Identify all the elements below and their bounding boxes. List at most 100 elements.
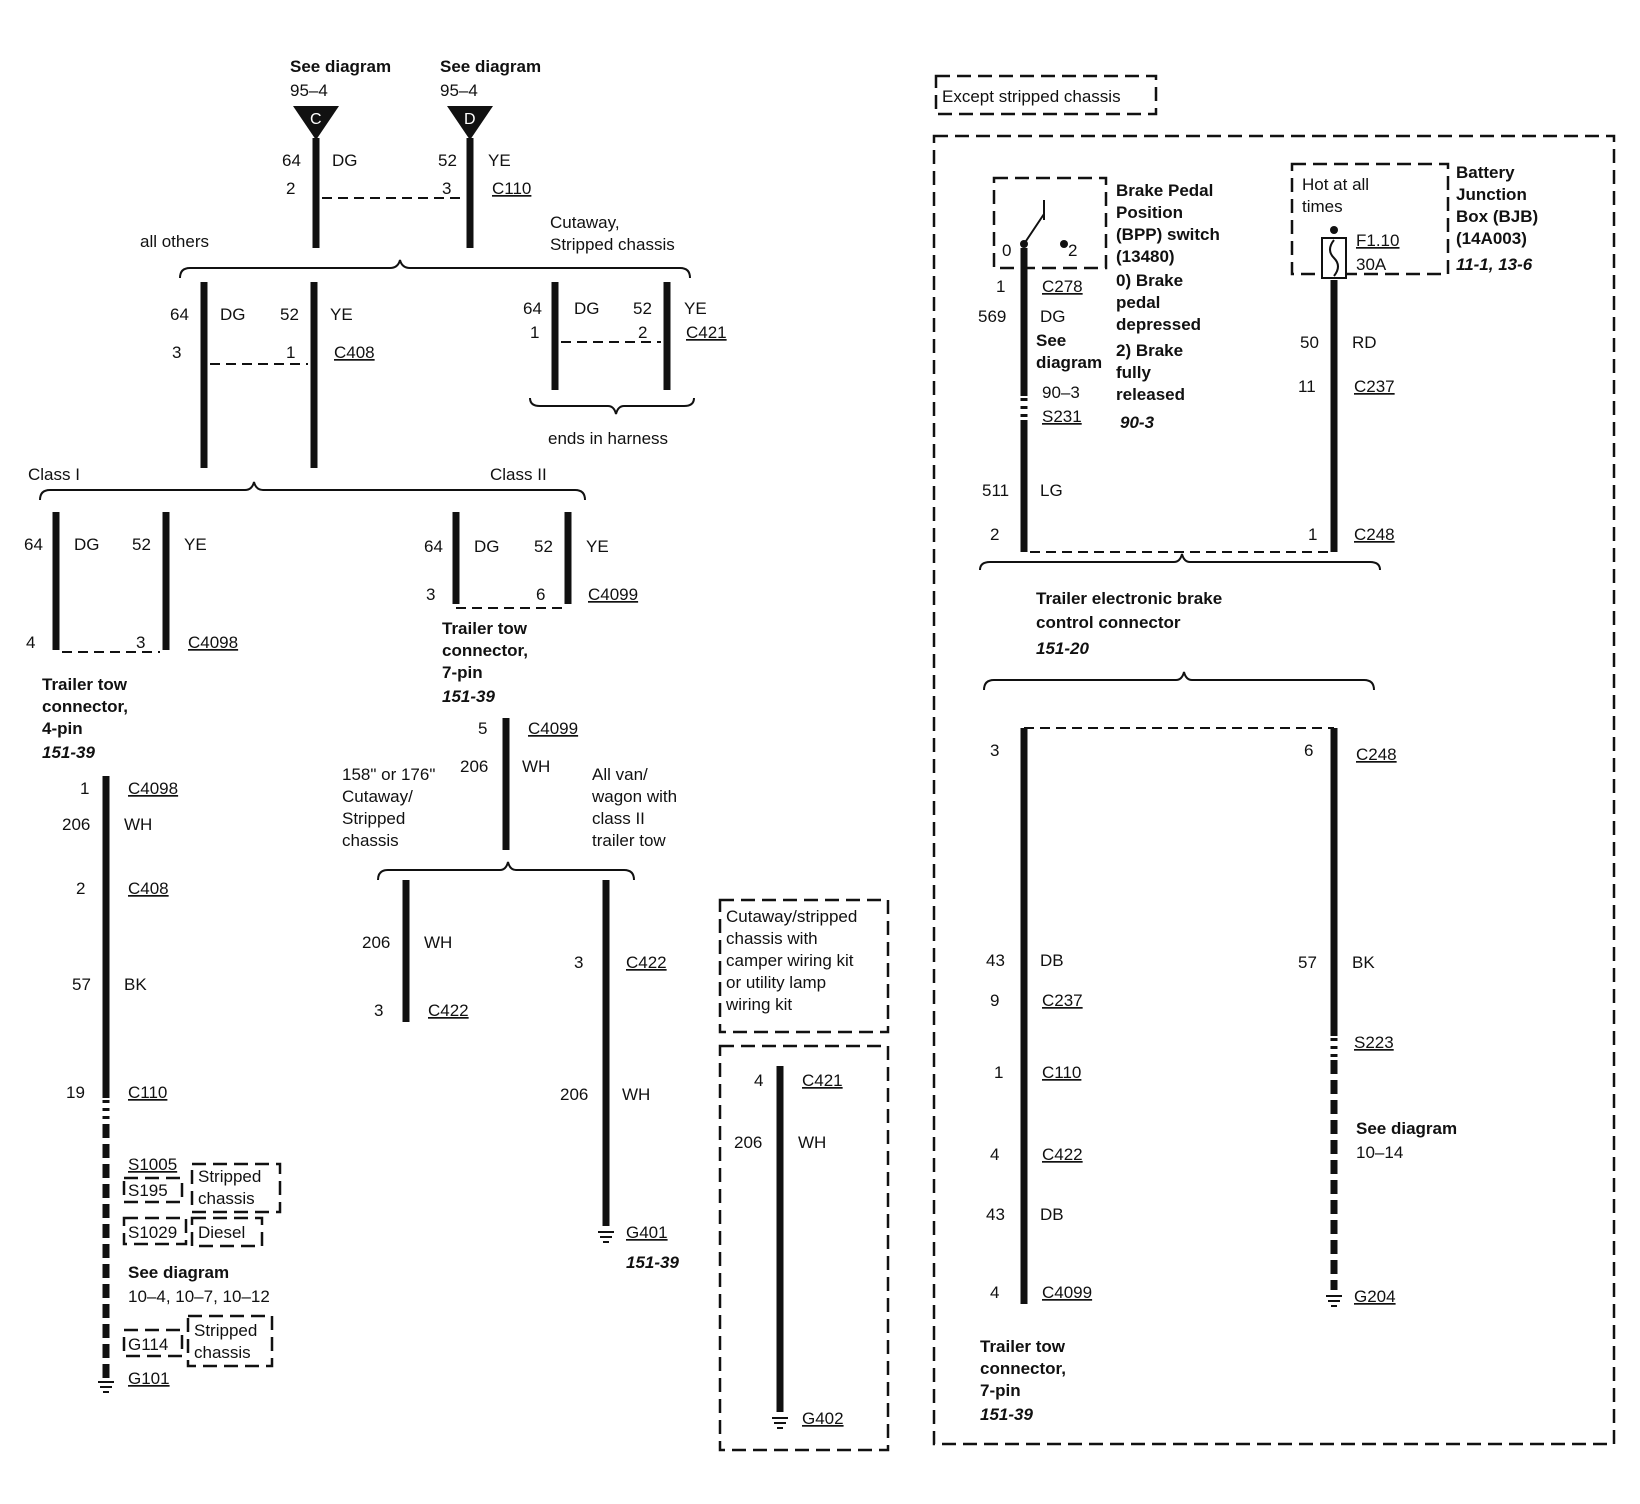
bpp-label-3: (BPP) switch: [1116, 225, 1220, 244]
top-section: See diagram 95–4 C See diagram 95–4 D 64…: [282, 57, 541, 248]
bjb-label-3: Box (BJB): [1456, 207, 1538, 226]
pin-number: 1: [286, 343, 295, 362]
camper-label-box: [718, 898, 890, 1034]
switch-contact-2: [1060, 240, 1068, 248]
wire-number: 64: [523, 299, 542, 318]
wire-number: 52: [438, 151, 457, 170]
bpp-label-2: Position: [1116, 203, 1183, 222]
camper-line-4: or utility lamp: [726, 973, 826, 992]
wire-number: 206: [560, 1085, 588, 1104]
s195-box: [122, 1176, 184, 1204]
wire-color: BK: [1352, 953, 1375, 972]
c421-section: 64 DG 52 YE 1 2 C421 ends in harness: [523, 282, 727, 448]
wire-number: 52: [534, 537, 553, 556]
connector-c237: C237: [1042, 991, 1083, 1010]
pin-number: 1: [1308, 525, 1317, 544]
diesel: Diesel: [198, 1223, 245, 1242]
cutaway-1: 158" or 176": [342, 765, 435, 784]
connector-c278: C278: [1042, 277, 1083, 296]
cutaway-3: Stripped: [342, 809, 405, 828]
hot-at-all-2: times: [1302, 197, 1343, 216]
stripped-2: Stripped: [194, 1321, 257, 1340]
bpp-label-4: (13480): [1116, 247, 1175, 266]
wire-color: WH: [622, 1085, 650, 1104]
except-stripped-chassis: Except stripped chassis: [942, 87, 1121, 106]
ground-g101: G101: [128, 1369, 170, 1388]
c4098-label-1: Trailer tow: [42, 675, 128, 694]
wire-number: 57: [1298, 953, 1317, 972]
switch-pin-2: 2: [1068, 241, 1077, 260]
chassis-1: chassis: [198, 1189, 255, 1208]
wire-number: 43: [986, 951, 1005, 970]
bpp-label-6: pedal: [1116, 293, 1160, 312]
wire-number: 64: [24, 535, 43, 554]
connector-c110: C110: [1042, 1063, 1081, 1082]
wire-color: YE: [684, 299, 707, 318]
connector-c4099: C4099: [588, 585, 638, 604]
bjb-ref: 11-1, 13-6: [1456, 255, 1533, 274]
c4098-section: 64 DG 52 YE 4 3 C4098 Trailer tow connec…: [24, 512, 238, 762]
class-2-label: Class II: [490, 465, 547, 484]
bpp-label-7: depressed: [1116, 315, 1201, 334]
see-diagram-2: 10–4, 10–7, 10–12: [128, 1287, 270, 1306]
wire-color: YE: [488, 151, 511, 170]
connector-c4099: C4099: [528, 719, 578, 738]
wire-number: 206: [362, 933, 390, 952]
splice-s1029: S1029: [128, 1223, 177, 1242]
s1029-box: [122, 1216, 188, 1246]
pin-number: 3: [172, 343, 181, 362]
pin-number: 9: [990, 991, 999, 1010]
left-ground-chain: 1 C4098 206 WH 2 C408 57 BK 19 C110 S100…: [62, 776, 282, 1393]
wire-color: DB: [1040, 951, 1064, 970]
wire-color: BK: [124, 975, 147, 994]
wire-number: 206: [62, 815, 90, 834]
camper-circuit-box: [718, 1044, 890, 1452]
wire-color: DG: [74, 535, 100, 554]
van-2: wagon with: [591, 787, 677, 806]
wire-color: LG: [1040, 481, 1063, 500]
see-d-line1: See diagram: [440, 57, 541, 76]
wire-color: YE: [184, 535, 207, 554]
wire-color: DG: [574, 299, 600, 318]
pin-number: 3: [426, 585, 435, 604]
pin-number: 4: [26, 633, 35, 652]
branch-cutaway-1: Cutaway,: [550, 213, 620, 232]
connector-c422: C422: [1042, 1145, 1083, 1164]
class-brace: [39, 481, 586, 501]
wire-color: YE: [330, 305, 353, 324]
wire-color: RD: [1352, 333, 1377, 352]
camper-kit-section: Cutaway/stripped chassis with camper wir…: [718, 898, 890, 1452]
pin-number: 2: [638, 323, 647, 342]
pin-number: 19: [66, 1083, 85, 1102]
c4099-section: 64 DG 52 YE 3 6 C4099 Trailer tow connec…: [424, 512, 638, 706]
hot-at-all-1: Hot at all: [1302, 175, 1369, 194]
pin-number: 3: [136, 633, 145, 652]
wire-color: WH: [424, 933, 452, 952]
right-section: Except stripped chassis 0 2 Brake Pedal …: [932, 74, 1616, 1446]
tebc-brace-bottom: [983, 671, 1375, 691]
c4099-label-2: connector,: [442, 641, 528, 660]
see-line-3: 90–3: [1042, 383, 1080, 402]
splice-s1005: S1005: [128, 1155, 177, 1174]
pin-number: 1: [994, 1063, 1003, 1082]
wire-color: DG: [1040, 307, 1066, 326]
ground-symbol: [772, 1417, 788, 1429]
tebc-ref: 151-20: [1036, 639, 1089, 658]
see-line-2: diagram: [1036, 353, 1102, 372]
connector-c110: C110: [128, 1083, 167, 1102]
connector-d-triangle: [447, 106, 493, 140]
c4099-label-1: Trailer tow: [442, 619, 528, 638]
bpp-label-9: fully: [1116, 363, 1151, 382]
connector-d-letter: D: [464, 111, 476, 128]
splice-s195: S195: [128, 1181, 168, 1200]
wire-number: 206: [460, 757, 488, 776]
diesel-box: [190, 1216, 264, 1248]
c408-section: 64 DG 52 YE 3 1 C408: [170, 282, 375, 468]
stripped-1: Stripped: [198, 1167, 261, 1186]
camper-line-5: wiring kit: [725, 995, 792, 1014]
connector-c408: C408: [128, 879, 169, 898]
connector-c4098: C4098: [188, 633, 238, 652]
wire-color: WH: [124, 815, 152, 834]
pin-number: 2: [990, 525, 999, 544]
connector-c421: C421: [686, 323, 727, 342]
